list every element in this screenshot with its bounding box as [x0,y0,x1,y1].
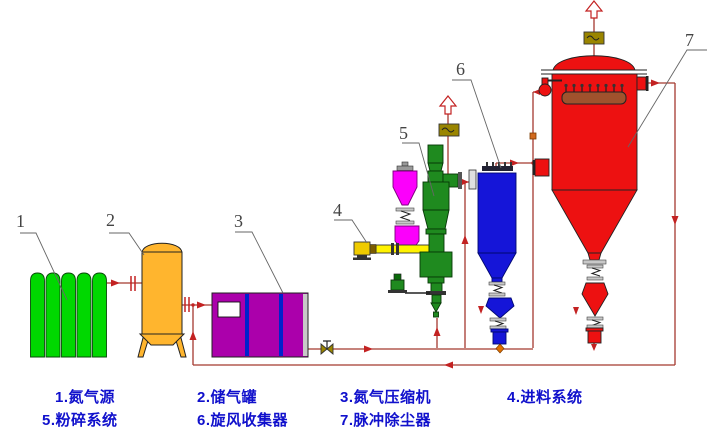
leader-lines [20,49,707,301]
pulse-dust-collector [532,55,649,265]
callout-4: 4 [333,200,342,220]
legend-item-5: 5.粉碎系统 [42,412,118,429]
mill-vent [438,95,460,137]
collector-discharge [581,264,609,344]
nitrogen-cylinders [30,272,107,358]
compressor-panel-window [217,301,241,318]
pulverizer-mill [419,144,462,318]
legend-item-3: 3.氮气压缩机 [340,389,432,406]
storage-tank [137,242,187,358]
collector-inlet-stub [534,158,550,177]
manifold-nozzles [565,87,623,92]
feed-system [353,161,430,260]
callout-6: 6 [456,59,465,79]
cyclone-discharge [485,281,515,354]
vent-damper [438,123,460,137]
legend-item-7: 7.脉冲除尘器 [340,412,432,429]
legend-item-1: 1.氮气源 [55,389,116,406]
nitrogen-compressor [211,292,309,358]
legend-item-6: 6.旋风收集器 [197,412,289,429]
callout-3: 3 [234,211,243,231]
callout-5: 5 [399,123,408,143]
pipe-node [529,132,537,140]
compressor-outlet-valve [320,340,334,355]
callout-2: 2 [106,210,115,230]
feeder-motor [353,241,371,256]
flow-arrows [111,79,679,369]
vent-damper [583,31,605,45]
collector-outlet-stub [636,76,647,91]
callout-1: 1 [16,211,25,231]
mill-drain-valve [388,273,430,294]
upper-hopper [392,170,418,206]
blowpipe-manifold [561,91,627,105]
collector-vent [583,0,605,45]
legend-item-2: 2.储气罐 [197,389,258,406]
vent-arrow-icon [584,0,604,19]
cyclone-collector [468,162,517,283]
callout-7: 7 [685,30,694,50]
vent-arrow-icon [438,95,458,115]
pulse-air-ball [538,83,552,97]
legend-item-4: 4.进料系统 [507,389,583,406]
